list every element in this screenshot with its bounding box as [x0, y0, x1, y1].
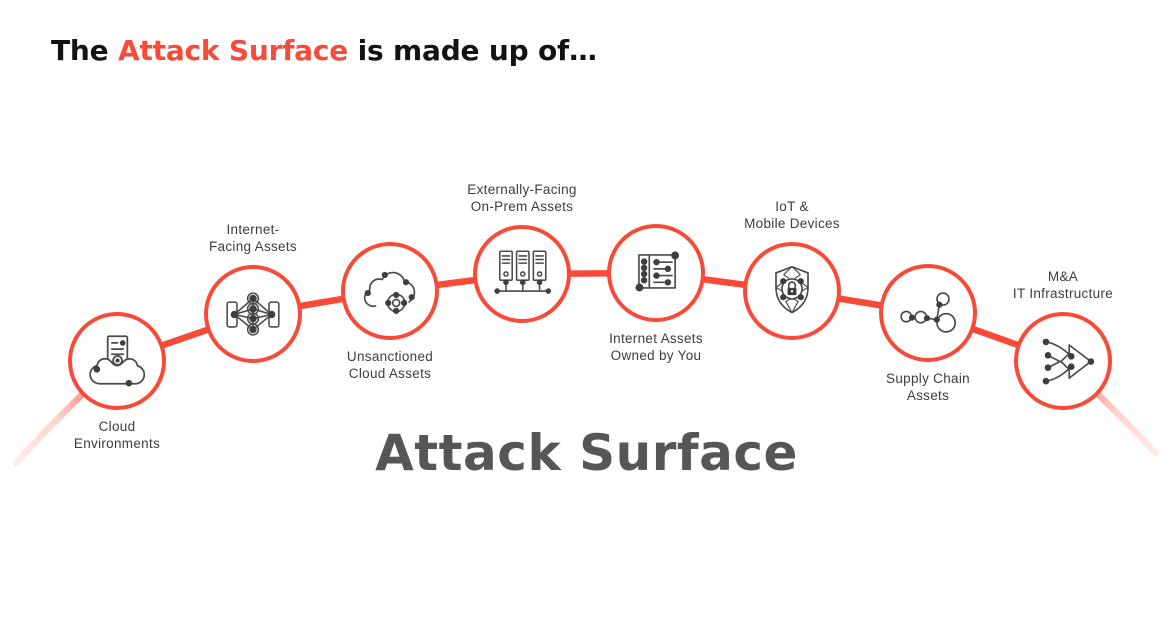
node-unsanctioned-cloud-assets	[341, 242, 439, 340]
node-label-internet-facing-assets: Internet- Facing Assets	[209, 222, 297, 254]
node-cloud-environments	[68, 312, 166, 410]
attack-surface-caption: Attack Surface	[375, 424, 798, 482]
cloud-server-icon	[89, 335, 146, 387]
node-internet-assets-owned-by-you	[607, 224, 705, 322]
node-supply-chain-assets	[879, 264, 977, 362]
load-balancer-network-icon	[226, 292, 280, 336]
cloud-nodes-icon	[363, 271, 416, 314]
node-label-internet-assets-owned-by-you: Internet Assets Owned by You	[609, 331, 703, 363]
node-label-supply-chain-assets: Supply Chain Assets	[886, 371, 970, 403]
node-internet-facing-assets	[204, 265, 302, 363]
node-label-unsanctioned-cloud-assets: Unsanctioned Cloud Assets	[346, 349, 434, 381]
node-iot-mobile-devices	[743, 242, 841, 340]
node-ma-it-infrastructure	[1014, 312, 1112, 410]
node-label-ma-it-infrastructure: M&A IT Infrastructure	[1012, 269, 1114, 301]
shield-lock-icon	[775, 265, 809, 314]
linked-nodes-icon	[900, 292, 957, 333]
node-externally-facing-on-prem-assets	[473, 225, 571, 323]
node-label-iot-mobile-devices: IoT & Mobile Devices	[744, 199, 840, 231]
page-title-suffix: is made up of…	[348, 34, 597, 67]
server-racks-icon	[494, 250, 552, 294]
page-title-highlight: Attack Surface	[117, 34, 349, 67]
page-title: The Attack Surface is made up of…	[51, 34, 597, 67]
page-title-prefix: The	[51, 34, 118, 67]
merge-arrow-icon	[1042, 338, 1094, 385]
asset-inventory-icon	[635, 251, 680, 292]
node-label-externally-facing-on-prem-assets: Externally-Facing On-Prem Assets	[467, 182, 577, 214]
node-label-cloud-environments: Cloud Environments	[73, 419, 161, 451]
